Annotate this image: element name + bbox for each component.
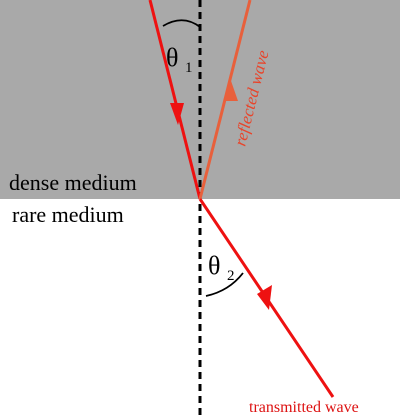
theta1-arc [162,19,201,28]
dense-medium-label: dense medium [9,170,137,195]
incident-ray-arrowhead [170,103,184,125]
transmitted-ray-arrowhead [257,285,272,310]
rare-medium-region [0,199,400,420]
theta2-arc [205,272,244,297]
theta2-label: θ 2 [208,251,234,284]
theta1-symbol: θ [166,43,178,72]
reflected-ray-arrowhead [225,78,238,101]
theta1-label: θ 1 [166,43,192,76]
reflected-ray [198,0,252,200]
theta1-subscript: 1 [185,60,193,76]
rare-medium-label: rare medium [12,202,124,227]
incident-ray [148,0,202,200]
theta2-subscript: 2 [227,268,235,284]
transmitted-wave-label: transmitted wave [249,399,359,416]
theta2-symbol: θ [208,251,220,280]
